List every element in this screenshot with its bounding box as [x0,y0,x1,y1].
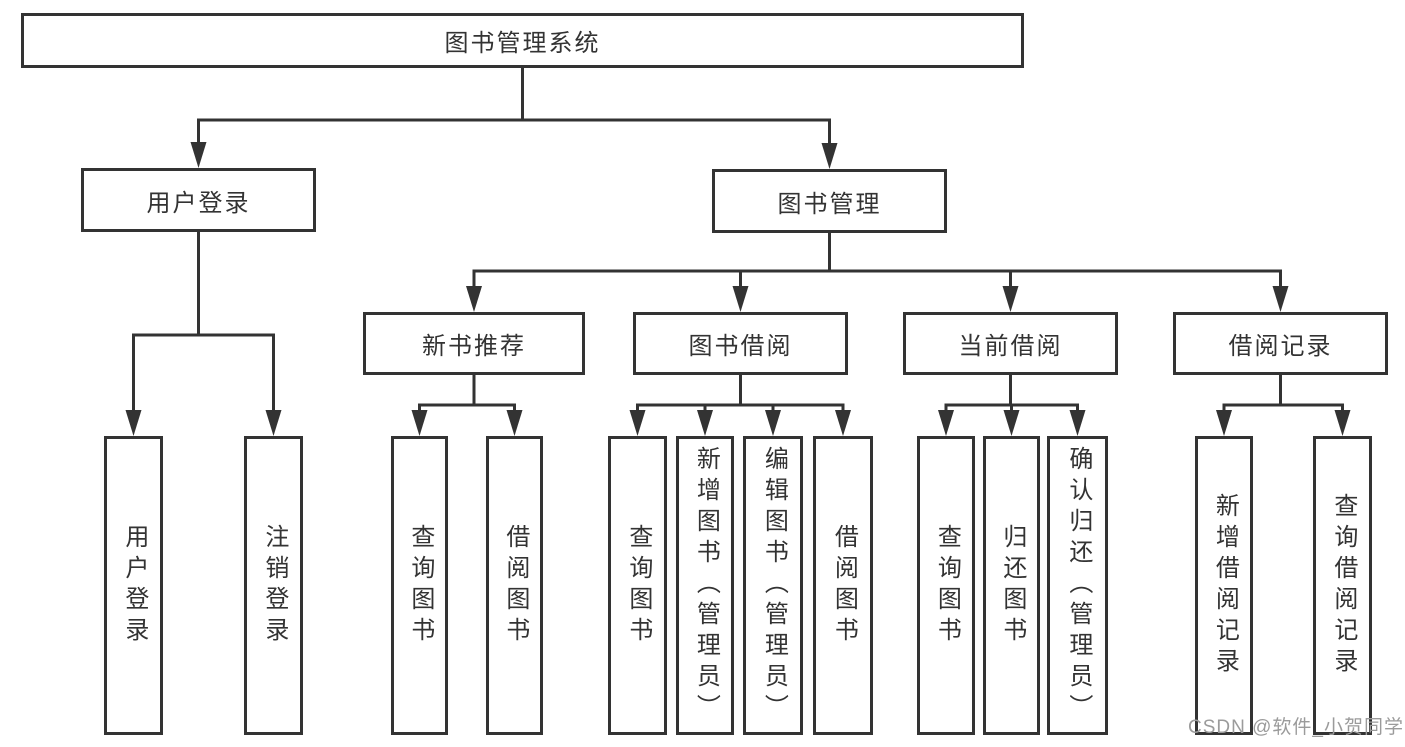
node-user-login: 用户登录 [81,168,316,232]
watermark: CSDN @软件_小贺同学 [1188,717,1404,738]
leaf-borrowing-add-books-admin: 新增图书（管理员） [676,436,734,735]
leaf-records-add-record: 新增借阅记录 [1195,436,1253,735]
leaf-user-login: 用户登录 [104,436,163,735]
node-label: 新增借阅记录 [1211,492,1239,679]
branch-lines [132,68,1344,414]
node-label: 新书推荐 [422,333,526,360]
node-current-borrowing: 当前借阅 [903,312,1118,375]
node-book-management-system: 图书管理系统 [21,13,1024,68]
arrowhead-icons [125,142,1351,436]
leaf-borrowing-query-books: 查询图书 [608,436,667,735]
leaf-logout: 注销登录 [244,436,303,735]
node-label: 查询图书 [933,523,961,648]
node-label: 图书管理系统 [444,30,601,57]
leaf-records-query-record: 查询借阅记录 [1313,436,1372,735]
node-label: 借阅图书 [830,523,858,648]
leaf-borrowing-borrow-books: 借阅图书 [813,436,873,735]
node-borrowing-records: 借阅记录 [1173,312,1388,375]
node-label: 用户登录 [146,189,251,217]
leaf-current-return-books: 归还图书 [983,436,1040,735]
node-label: 新增图书（管理员） [692,446,720,725]
node-book-borrowing: 图书借阅 [633,312,848,375]
leaf-borrowing-edit-books-admin: 编辑图书（管理员） [743,436,803,735]
leaf-current-confirm-return-admin: 确认归还（管理员） [1047,436,1108,735]
node-label: 借阅图书 [501,523,529,648]
node-label: 图书管理 [777,190,882,218]
node-label: 确认归还（管理员） [1064,446,1092,725]
node-label: 借阅记录 [1228,333,1333,360]
node-label: 查询借阅记录 [1329,492,1357,679]
leaf-current-query-books: 查询图书 [917,436,975,735]
node-label: 查询图书 [624,523,652,648]
node-label: 编辑图书（管理员） [760,446,788,725]
node-label: 归还图书 [998,523,1026,648]
node-label: 图书借阅 [688,333,793,360]
node-label: 当前借阅 [958,333,1063,360]
leaf-recommend-borrow-books: 借阅图书 [486,436,543,735]
node-label: 用户登录 [120,523,148,648]
node-book-management: 图书管理 [712,169,947,233]
node-new-book-recommendation: 新书推荐 [363,312,585,375]
node-label: 注销登录 [260,523,288,648]
node-label: 查询图书 [406,523,434,648]
leaf-recommend-query-books: 查询图书 [391,436,448,735]
